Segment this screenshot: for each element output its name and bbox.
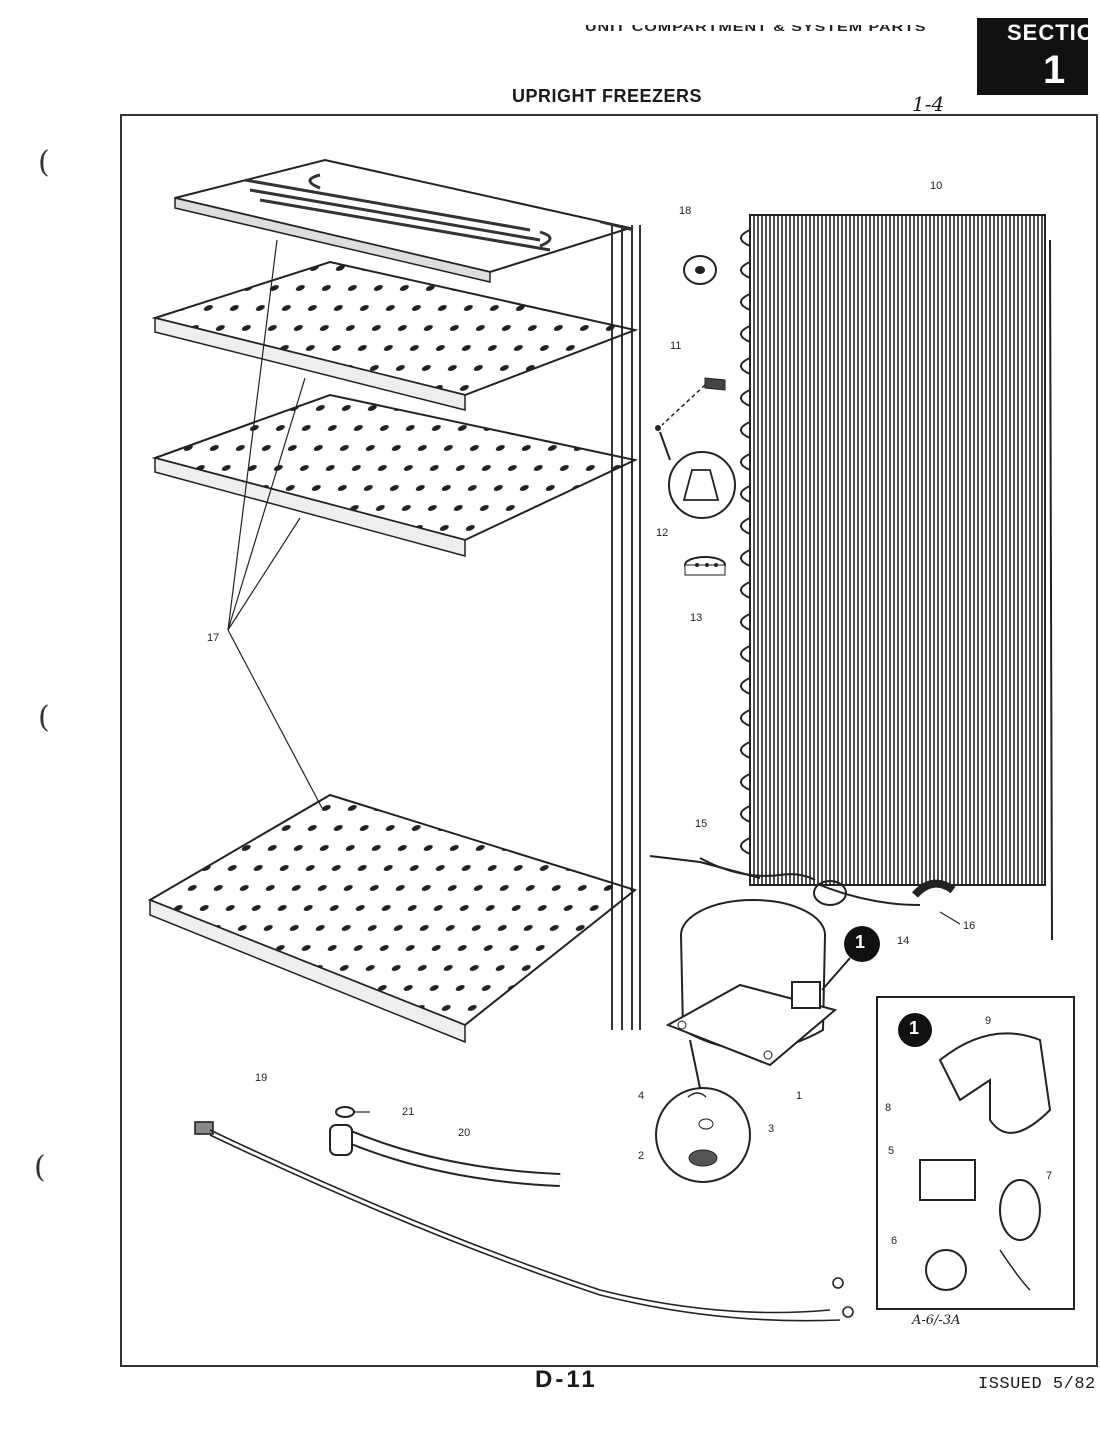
art-reference-code: A-6/-3A xyxy=(912,1313,961,1328)
callout-11: 11 xyxy=(670,340,682,352)
issued-date: ISSUED 5/82 xyxy=(978,1375,1096,1394)
drain-hose-20 xyxy=(329,1124,561,1187)
relay-overload-inset xyxy=(876,996,1075,1310)
handwritten-note: 1-4 xyxy=(912,92,945,116)
callout-18: 18 xyxy=(679,205,692,217)
callout-3: 3 xyxy=(768,1123,775,1135)
retainer-12-detail xyxy=(659,431,736,519)
callout-10: 10 xyxy=(930,180,943,192)
drier-and-tubing xyxy=(649,855,961,925)
page-code: D-11 xyxy=(535,1366,598,1393)
grommet-13 xyxy=(684,556,726,576)
detail-marker-near-compressor xyxy=(821,926,880,991)
section-tab-word: SECTIO xyxy=(1007,20,1095,45)
detail-marker-label: 1 xyxy=(855,932,866,952)
callout-4: 4 xyxy=(638,1090,645,1102)
callout-6: 6 xyxy=(891,1235,898,1247)
margin-mark: ( xyxy=(38,145,50,180)
page-title: UPRIGHT FREEZERS xyxy=(512,86,703,106)
callout-7: 7 xyxy=(1046,1170,1053,1182)
callout-12: 12 xyxy=(656,527,669,539)
callout-13: 13 xyxy=(690,612,703,624)
shelf-2 xyxy=(151,393,639,557)
diagram-frame xyxy=(120,114,1098,1367)
callout-16: 16 xyxy=(963,920,976,932)
callout-8: 8 xyxy=(885,1102,892,1114)
inset-marker-label: 1 xyxy=(909,1018,920,1038)
callout-15: 15 xyxy=(695,818,708,830)
compressor xyxy=(665,899,838,1067)
clamp-21 xyxy=(335,1106,370,1118)
section-tab-number: 1 xyxy=(1043,48,1066,92)
callout-20: 20 xyxy=(458,1127,471,1139)
callout-21: 21 xyxy=(402,1106,415,1118)
callout-2: 2 xyxy=(638,1150,645,1162)
wire-harness-19 xyxy=(194,1121,854,1322)
callout-19: 19 xyxy=(255,1072,268,1084)
grommet-18 xyxy=(683,255,717,285)
margin-mark: ( xyxy=(34,1150,46,1185)
condenser-coil xyxy=(740,214,1053,941)
callout-9: 9 xyxy=(985,1015,992,1027)
callout-1: 1 xyxy=(796,1090,803,1102)
callout-14: 14 xyxy=(897,935,910,947)
callout-17: 17 xyxy=(207,632,220,644)
evaporator-plate xyxy=(174,158,634,283)
section-heading: UNIT COMPARTMENT & SYSTEM PARTS xyxy=(585,21,927,34)
margin-mark: ( xyxy=(38,700,50,735)
shelf-1 xyxy=(151,260,639,411)
shelf-3 xyxy=(147,793,638,1044)
callout-5: 5 xyxy=(888,1145,895,1157)
mounting-detail xyxy=(655,1039,751,1183)
refrigerant-tubing xyxy=(611,225,641,1030)
leader-lines-17 xyxy=(227,239,323,809)
clip-11 xyxy=(655,377,726,431)
section-tab: SECTIO 1 xyxy=(977,18,1094,95)
